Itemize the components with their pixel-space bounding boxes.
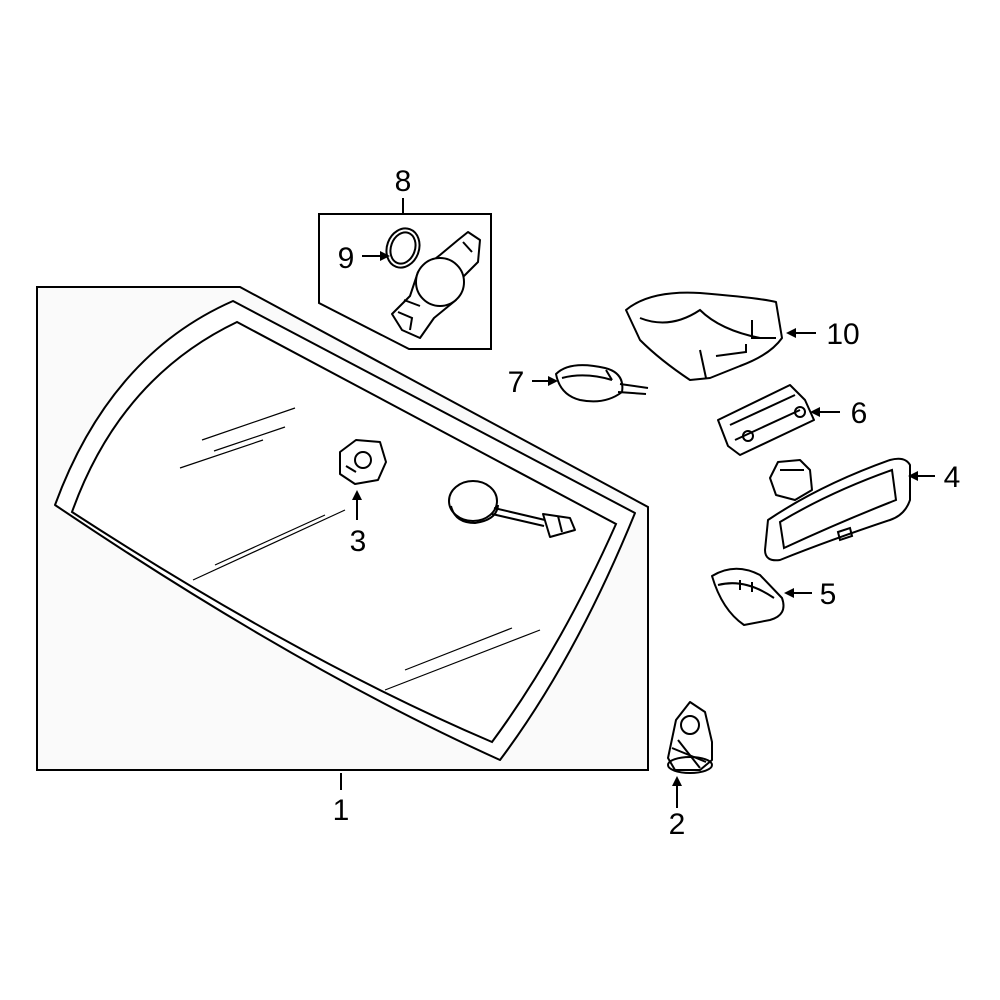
cover-part-10[interactable] bbox=[625, 291, 783, 381]
callout-4: 4 bbox=[944, 461, 961, 494]
callout-5: 5 bbox=[820, 578, 837, 611]
callout-9: 9 bbox=[338, 242, 355, 275]
callout-8: 8 bbox=[395, 165, 412, 198]
clip-part-2[interactable] bbox=[667, 701, 713, 774]
rearview-mirror-part-4[interactable] bbox=[764, 457, 911, 562]
callout-3: 3 bbox=[350, 525, 367, 558]
callout-6: 6 bbox=[851, 397, 868, 430]
callout-1: 1 bbox=[333, 794, 350, 827]
clip-part-3[interactable] bbox=[339, 439, 387, 485]
callout-10: 10 bbox=[826, 318, 859, 351]
windshield[interactable] bbox=[54, 300, 636, 761]
rain-light-sensor-part-8[interactable] bbox=[391, 231, 481, 339]
callout-7: 7 bbox=[508, 366, 525, 399]
bracket-part-7[interactable] bbox=[555, 364, 649, 403]
seal-ring-part-9[interactable] bbox=[381, 224, 425, 273]
mirror-bracket-part-5[interactable] bbox=[711, 567, 785, 626]
trim-cover-part-6[interactable] bbox=[717, 384, 815, 456]
callout-2: 2 bbox=[669, 808, 686, 841]
rain-sensor-assembly[interactable] bbox=[448, 480, 576, 538]
